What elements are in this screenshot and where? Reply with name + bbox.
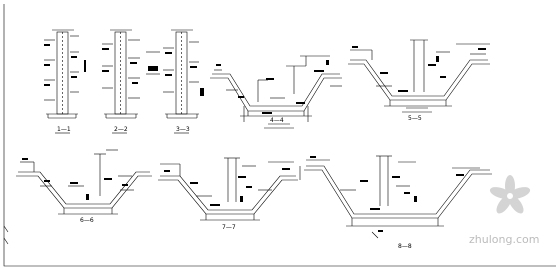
watermark: zhulong.com bbox=[469, 175, 539, 246]
section-caption-5: 5—5 bbox=[408, 115, 422, 122]
section-caption-8: 8—8 bbox=[398, 243, 412, 250]
watermark-text: zhulong.com bbox=[469, 233, 539, 246]
sheet-border bbox=[3, 4, 556, 267]
column-section-1 bbox=[44, 29, 79, 119]
column-section-2 bbox=[102, 29, 160, 119]
column-section-2-labels bbox=[102, 48, 158, 84]
channel-section-5 bbox=[348, 39, 490, 113]
channel-section-5-labels bbox=[352, 46, 486, 92]
column-section-3 bbox=[163, 29, 199, 119]
channel-section-8-labels bbox=[310, 156, 464, 232]
section-caption-2: 2—2 bbox=[114, 126, 128, 133]
channel-section-7 bbox=[158, 157, 298, 221]
column-section-1-labels bbox=[44, 44, 86, 86]
section-caption-1: 1—1 bbox=[57, 126, 71, 133]
section-caption-3: 3—3 bbox=[176, 126, 190, 133]
channel-section-6 bbox=[16, 149, 152, 215]
section-caption-4: 4—4 bbox=[270, 117, 284, 124]
channel-section-7-labels bbox=[164, 168, 290, 206]
channel-section-8 bbox=[299, 155, 492, 239]
section-caption-7: 7—7 bbox=[222, 224, 236, 231]
channel-section-6-labels bbox=[22, 158, 128, 200]
channel-section-4-labels bbox=[216, 60, 329, 114]
watermark-flower-icon bbox=[489, 175, 531, 214]
column-section-3-labels bbox=[165, 52, 204, 96]
section-caption-6: 6—6 bbox=[80, 217, 94, 224]
channel-section-4 bbox=[210, 55, 342, 129]
